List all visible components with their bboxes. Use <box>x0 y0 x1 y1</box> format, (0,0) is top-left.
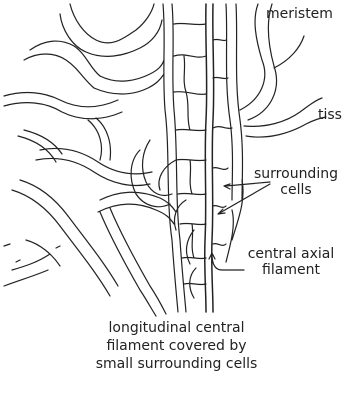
figure-caption: longitudinal central filament covered by… <box>0 319 353 373</box>
label-central-line2: filament <box>232 262 350 278</box>
left-branches <box>4 4 176 316</box>
label-meristem: meristem <box>266 6 333 22</box>
label-central-line1: central axial <box>232 246 350 262</box>
right-branches <box>226 4 326 262</box>
cell-cluster <box>131 140 196 298</box>
caption-line1: longitudinal central <box>0 319 353 337</box>
caption-line2: filament covered by <box>0 337 353 355</box>
central-axial-filament <box>205 4 214 312</box>
label-central-axial-filament: central axial filament <box>232 246 350 278</box>
surrounding-cells-grid <box>174 23 232 284</box>
label-surrounding-line1: surrounding <box>248 166 344 182</box>
label-surrounding-cells: surrounding cells <box>248 166 344 198</box>
label-surrounding-line2: cells <box>248 182 344 198</box>
label-tissue: tiss <box>318 107 342 123</box>
caption-line3: small surrounding cells <box>0 355 353 373</box>
left-filament <box>163 4 186 312</box>
decorative-marks <box>4 244 60 262</box>
